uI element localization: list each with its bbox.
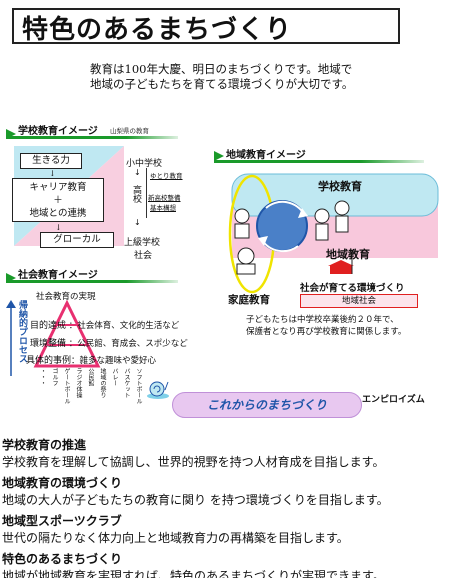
example-item: ラジオ体操 [75,368,82,398]
item-heading: 特色のあるまちづくり [2,552,123,566]
label-community-society: 地域社会 [341,296,376,306]
yutori-note: ゆとり教育 [150,172,183,180]
box-ikiru-label: 生きる力 [32,155,70,166]
section-underline [214,160,424,163]
community-note: 子どもたちは中学校卒業後約２０年で、 保護者となり再び学校教育に関係します。 [246,314,446,338]
intro-paragraph: 教育は100年大慶、明日のまちづくりです。地域で 地域の子どもたちを育てる環境づ… [90,62,430,92]
item-text: 地域の大人が子どもたちの教育に関り を持つ環境づくりを目指します。 [2,493,389,507]
box-career: キャリア教育 ＋ 地域との連携 [12,178,104,222]
items-list: 学校教育の推進 学校教育を理解して協調し、世界的視野を持つ人材育成を目指します。… [2,436,448,578]
label-regional-ed: 地域教育 [326,248,370,261]
social-section-heading: 社会教育イメージ [18,270,98,281]
list-item: 地域型スポーツクラブ 世代の隔たりなく体力向上と地域教育力の再構築を目指します。 [2,512,448,546]
bracket-line [146,168,147,218]
row-environment-label: 環境整備 [30,339,67,349]
list-item: 学校教育の推進 学校教育を理解して協調し、世界的視野を持つ人材育成を目指します。 [2,436,448,470]
label-society-raises: 社会が育てる環境づくり [300,283,405,294]
banner-pill: これからのまちづくり [172,392,362,418]
bullet-icon [6,268,16,283]
item-heading: 地域教育の環境づくり [2,476,123,490]
list-item: 特色のあるまちづくり 地域が地域教育を実現すれば、特色のあるまちづくりが実現でき… [2,550,448,578]
item-text: 世代の隔たりなく体力向上と地域教育力の再構築を目指します。 [2,531,349,545]
page-title: 特色のあるまちづくり [22,15,293,45]
high-note-1: 新高校整備 [148,194,181,202]
examples-list: ソフトボール バスケット バレー 地域の祭り 公民館 ラジオ体操 ゲートボール … [38,368,143,408]
snail-icon [146,376,170,400]
row-environment: 環境整備 ：公民館、育成会、スポ少など [30,339,188,349]
upper-school: 上級学校 [124,238,161,248]
example-item: ソフトボール [135,368,142,404]
pyramid-triangle [32,299,102,370]
section-underline [6,280,178,283]
item-heading: 地域型スポーツクラブ [2,514,122,528]
community-section-heading: 地域教育イメージ [226,150,306,161]
row-purpose-label: 目的達成 [30,321,67,331]
school-section-source: 山梨県の教育 [110,127,149,135]
box-glocal-label: グローカル [53,234,101,245]
row-purpose: 目的達成 ：社会体育、文化的生活など [30,321,180,331]
high-note-2: 基本構想 [150,204,176,212]
society-label: 社会 [134,251,153,261]
community-note-2: 保護者となり再び学校教育に関係します。 [246,327,407,337]
arrow-down-icon: ↓ [49,169,56,178]
arrow-down-icon: ↓ [55,223,62,232]
section-underline [6,136,178,139]
example-item: ・・・ [39,368,46,386]
example-item: ゲートボール [63,368,70,404]
community-note-1: 子どもたちは中学校卒業後約２０年で、 [246,315,399,325]
example-item: バレー [111,368,118,386]
bullet-icon [6,124,16,139]
label-family-ed: 家庭教育 [228,294,270,306]
box-career-plus: ＋ [53,195,63,206]
inductive-process-label: 帰納的プロセス [17,300,27,363]
box-ikiru-chikara: 生きる力 [20,153,82,169]
row-examples-text: 雑多な趣味や愛好心 [79,356,157,366]
community-diagram [218,164,446,294]
social-realize: 社会教育の実現 [36,292,96,302]
high-school: 高校 [131,185,141,203]
box-career-line2: 地域との連携 [29,208,87,219]
box-career-line1: キャリア教育 [29,182,87,193]
list-item: 地域教育の環境づくり 地域の大人が子どもたちの教育に関り を持つ環境づくりを目指… [2,474,448,508]
banner-text: これからのまちづくり [206,398,327,412]
banner-label: エンピロイズム [362,395,425,405]
label-school-ed: 学校教育 [318,180,362,193]
example-item: 公民館 [87,368,94,386]
bullet-icon [214,146,224,161]
elem-mid-school: 小中学校 [126,159,163,169]
school-section-heading: 学校教育イメージ [18,126,98,137]
intro-line-1: 教育は100年大慶、明日のまちづくりです。地域で [90,62,353,76]
arrow-down-icon: ↓ [134,218,141,227]
row-examples-label: 具体的事例 [26,356,72,366]
row-examples: 具体的事例：雑多な趣味や愛好心 [26,356,157,366]
row-environment-text: 公民館、育成会、スポ少など [77,339,188,349]
example-item: バスケット [123,368,130,398]
item-text: 地域が地域教育を実現すれば、特色のあるまちづくりが実現できます。 [2,569,385,578]
up-arrow-icon [6,300,16,376]
example-item: 地域の祭り [99,368,106,398]
arrow-down-icon: ↓ [134,168,141,177]
community-society-box: 地域社会 [300,294,418,308]
box-glocal: グローカル [40,232,114,248]
title-frame [12,8,400,44]
intro-line-2: 地域の子どもたちを育てる環境づくりが大切です。 [90,77,354,91]
example-item: ゴルフ [51,368,58,386]
item-text: 学校教育を理解して協調し、世界的視野を持つ人材育成を目指します。 [2,455,385,469]
row-purpose-text: 社会体育、文化的生活など [77,321,180,331]
item-heading: 学校教育の推進 [2,438,87,452]
